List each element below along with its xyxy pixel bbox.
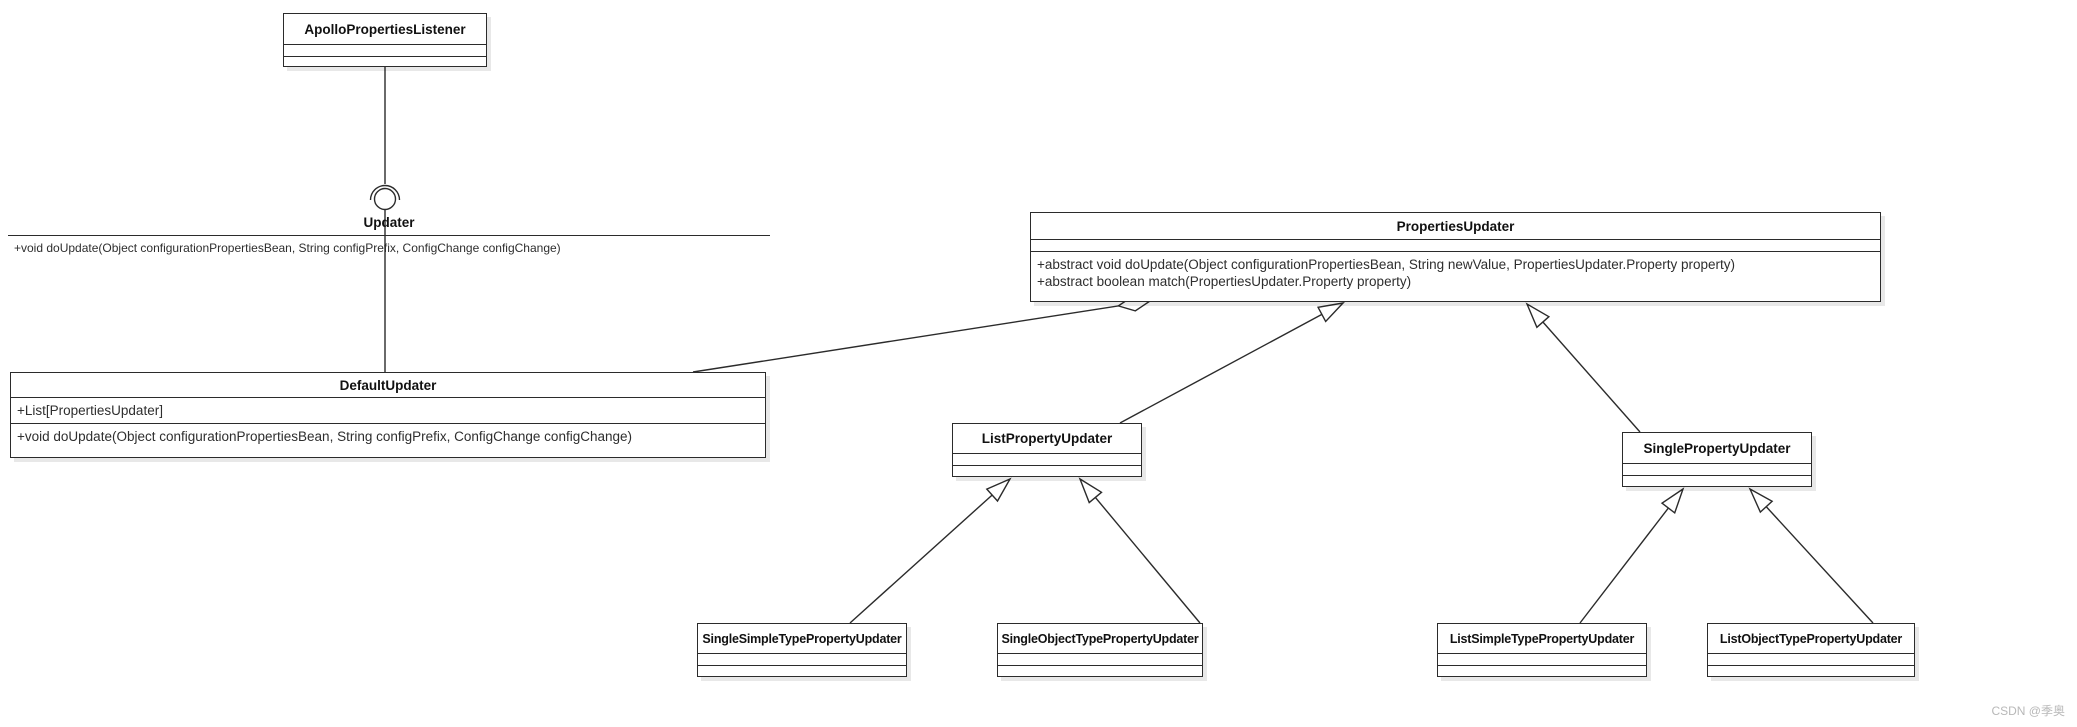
generalization-listobjecttype [1748, 487, 1874, 624]
methods-compartment: +void doUpdate(Object configurationPrope… [11, 423, 765, 457]
generalization-singlesimpletype [849, 477, 1012, 624]
class-box-default-updater: DefaultUpdater +List[PropertiesUpdater] … [10, 372, 766, 458]
class-title: DefaultUpdater [339, 377, 437, 393]
attributes-compartment [284, 44, 486, 56]
interface-method: +void doUpdate(Object configurationPrope… [14, 241, 561, 255]
class-box-single-simple-type-property-updater: SingleSimpleTypePropertyUpdater [697, 623, 907, 677]
methods-compartment [1708, 665, 1914, 676]
required-interface-socket-icon [369, 184, 401, 201]
methods-compartment [998, 665, 1202, 676]
attributes-compartment [953, 453, 1141, 465]
aggregation-line [692, 295, 1152, 373]
attributes-compartment [1623, 463, 1811, 475]
generalization-listsimpletype [1579, 487, 1685, 624]
class-box-properties-updater: PropertiesUpdater +abstract void doUpdat… [1030, 212, 1881, 302]
class-title: ListPropertyUpdater [981, 431, 1113, 446]
attributes-compartment [1708, 653, 1914, 665]
methods-compartment [1623, 475, 1811, 486]
class-box-single-property-updater: SinglePropertyUpdater [1622, 432, 1812, 487]
class-title: SingleSimpleTypePropertyUpdater [702, 631, 902, 646]
interface-updater: Updater +void doUpdate(Object configurat… [8, 215, 770, 255]
class-title: SinglePropertyUpdater [1643, 440, 1791, 456]
csdn-watermark: CSDN @季奥 [1991, 704, 2065, 718]
generalization-listpropertyupdater [1119, 301, 1345, 424]
class-box-list-object-type-property-updater: ListObjectTypePropertyUpdater [1707, 623, 1915, 677]
class-title: ApolloPropertiesListener [304, 21, 466, 37]
interface-title: Updater [8, 215, 770, 236]
class-title: ListSimpleTypePropertyUpdater [1449, 631, 1635, 646]
class-title: ListObjectTypePropertyUpdater [1719, 631, 1903, 646]
class-box-list-simple-type-property-updater: ListSimpleTypePropertyUpdater [1437, 623, 1647, 677]
class-box-list-property-updater: ListPropertyUpdater [952, 423, 1142, 477]
class-box-single-object-type-property-updater: SingleObjectTypePropertyUpdater [997, 623, 1203, 677]
class-title: SingleObjectTypePropertyUpdater [1001, 631, 1199, 646]
method-line: +abstract void doUpdate(Object configura… [1037, 257, 1736, 272]
generalization-singlepropertyupdater [1525, 302, 1641, 433]
attributes-compartment [998, 653, 1202, 665]
generalization-singleobjecttype [1078, 477, 1201, 624]
method-line: +abstract boolean match(PropertiesUpdate… [1037, 274, 1412, 289]
provided-interface-ball-icon [373, 187, 397, 211]
methods-compartment [698, 665, 906, 676]
attributes-compartment [1438, 653, 1646, 665]
attributes-compartment [1031, 239, 1880, 251]
attributes-compartment [698, 653, 906, 665]
methods-compartment: +abstract void doUpdate(Object configura… [1031, 251, 1880, 301]
methods-compartment [284, 56, 486, 66]
method-line: +void doUpdate(Object configurationPrope… [17, 429, 632, 444]
attribute-line: +List[PropertiesUpdater] [17, 403, 163, 418]
attributes-compartment: +List[PropertiesUpdater] [11, 397, 765, 423]
methods-compartment [1438, 665, 1646, 676]
methods-compartment [953, 465, 1141, 476]
class-title: PropertiesUpdater [1396, 218, 1515, 234]
class-box-apollo-properties-listener: ApolloPropertiesListener [283, 13, 487, 67]
